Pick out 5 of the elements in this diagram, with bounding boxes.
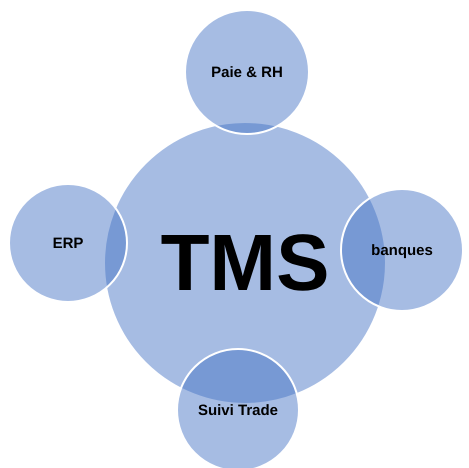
circle-label: banques: [371, 242, 433, 258]
circle-label: TMS: [160, 217, 330, 309]
circle-label: Suivi Trade: [198, 402, 278, 418]
circle-label: ERP: [52, 234, 84, 252]
circle-label: Paie & RH: [211, 64, 283, 80]
